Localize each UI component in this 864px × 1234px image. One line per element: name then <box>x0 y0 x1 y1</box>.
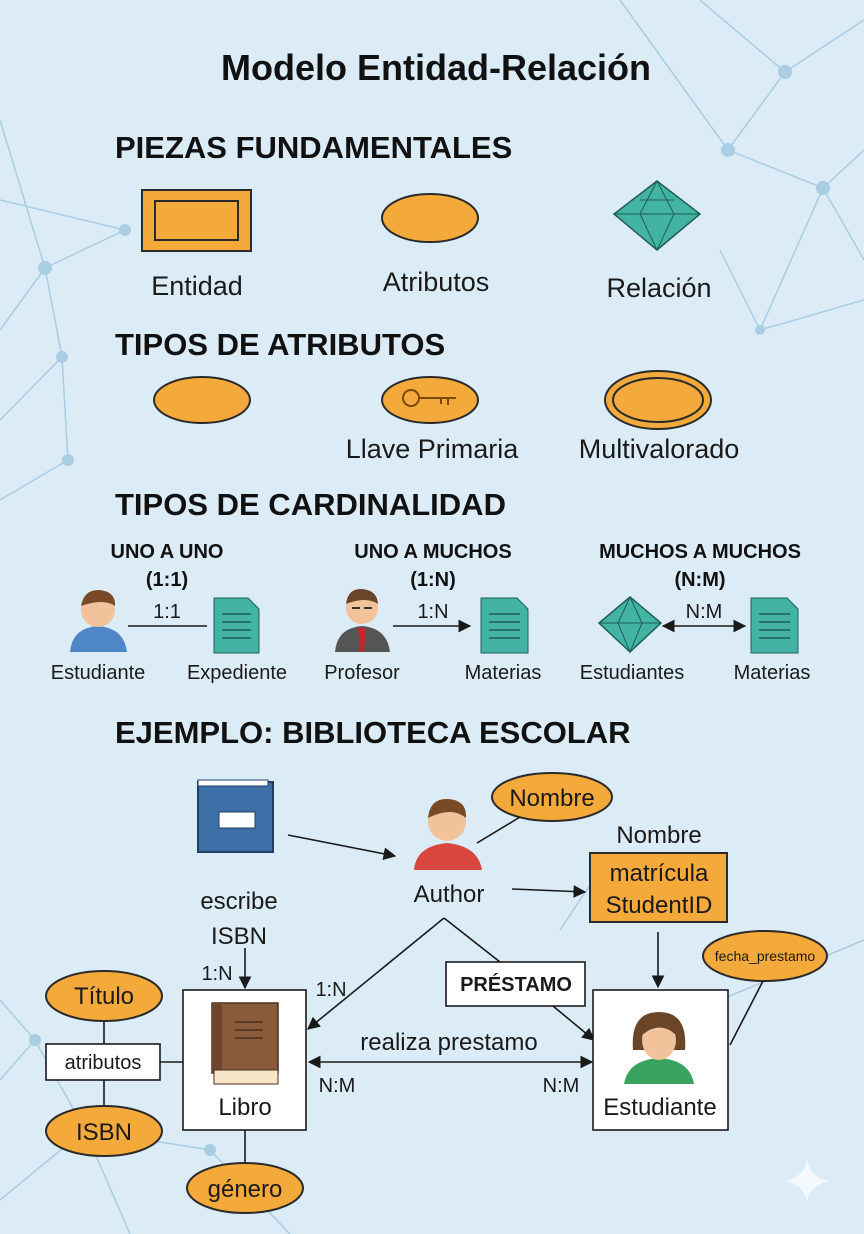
cardinality-code: (1:N) <box>410 569 456 591</box>
professor-person-icon <box>335 588 390 652</box>
attribute-label: Nombre <box>509 785 594 812</box>
entity-label: Expediente <box>187 662 287 684</box>
cardinality-code: (N:M) <box>674 569 725 591</box>
author-person-icon <box>414 798 482 870</box>
page-title: Modelo Entidad-Relación <box>221 47 651 88</box>
entity-label: Materias <box>465 662 542 684</box>
estudiante-entity: Estudiante <box>592 989 729 1131</box>
section-heading-ejemplo: EJEMPLO: BIBLIOTECA ESCOLAR <box>115 715 631 750</box>
piece-label-entidad: Entidad <box>151 271 243 301</box>
libro-label: Libro <box>218 1094 271 1121</box>
author-nombre-attribute <box>491 772 613 822</box>
prestamo-relationship-box <box>445 961 586 1007</box>
cardinality-one-to-many: UNO A MUCHOS (1:N) 1:N Profesor Materias <box>324 541 541 684</box>
nombre-label: Nombre <box>616 822 701 849</box>
isbn-attribute <box>45 1105 163 1157</box>
atributos-label: atributos <box>65 1052 142 1074</box>
relationship-diamond-icon <box>612 179 702 252</box>
multivalued-ellipse-icon <box>604 370 712 430</box>
atributos-box <box>45 1043 161 1081</box>
brown-book-icon <box>211 1002 279 1085</box>
attribute-label: ISBN <box>76 1119 132 1146</box>
blue-book-icon <box>197 779 274 853</box>
cardinality-title: MUCHOS A MUCHOS <box>599 541 801 563</box>
relation-label: 1:1 <box>153 601 181 623</box>
piece-label-relacion: Relación <box>606 273 711 303</box>
cardinality-many-to-many: MUCHOS A MUCHOS (N:M) N:M Estudiantes Ma… <box>580 541 811 684</box>
matricula-label: matrícula <box>610 860 709 887</box>
relation-label: N:M <box>686 601 723 623</box>
cardinality-label: N:M <box>319 1075 356 1097</box>
entity-label: Estudiante <box>51 662 146 684</box>
studentid-label: StudentID <box>606 892 713 919</box>
attribute-ellipse-icon <box>381 193 479 243</box>
genero-attribute <box>186 1162 304 1214</box>
entity-label: Estudiantes <box>580 662 685 684</box>
simple-attribute-icon <box>153 376 251 424</box>
sparkle-icon <box>784 1160 830 1202</box>
section-heading-piezas: PIEZAS FUNDAMENTALES <box>115 130 512 165</box>
isbn-label: ISBN <box>211 923 267 950</box>
attr-label-llave: Llave Primaria <box>346 434 520 464</box>
attribute-label: fecha_prestamo <box>715 948 816 964</box>
cardinality-label: 1:N <box>201 963 232 985</box>
key-icon <box>381 376 479 424</box>
student-attributes-box <box>589 852 728 923</box>
diamond-icon <box>597 595 663 654</box>
escribe-label: escribe <box>200 888 277 915</box>
estudiante-label: Estudiante <box>603 1094 716 1121</box>
cardinality-label: 1:N <box>315 979 346 1001</box>
prestamo-label: PRÉSTAMO <box>460 973 572 996</box>
entity-label: Profesor <box>324 662 400 684</box>
attribute-label: género <box>208 1176 283 1203</box>
realiza-prestamo-label: realiza prestamo <box>360 1029 537 1056</box>
author-label: Author <box>414 881 485 908</box>
document-icon <box>480 597 529 654</box>
cardinality-code: (1:1) <box>146 569 188 591</box>
cardinality-label: N:M <box>543 1075 580 1097</box>
cardinality-one-to-one: UNO A UNO (1:1) 1:1 Estudiante Expedient… <box>51 541 287 684</box>
titulo-attribute <box>45 970 163 1022</box>
cardinality-title: UNO A UNO <box>111 541 224 563</box>
section-heading-cardinalidad: TIPOS DE CARDINALIDAD <box>115 487 506 522</box>
section-heading-atributos: TIPOS DE ATRIBUTOS <box>115 327 445 362</box>
entity-label: Materias <box>734 662 811 684</box>
entity-rectangle-icon <box>141 189 252 252</box>
attr-label-multivalorado: Multivalorado <box>579 434 740 464</box>
relation-label: 1:N <box>417 601 448 623</box>
fecha-prestamo-attribute <box>702 930 828 982</box>
document-icon <box>750 597 799 654</box>
student-person-icon <box>70 589 127 652</box>
libro-entity: Libro <box>182 989 307 1131</box>
attribute-label: Título <box>74 983 134 1010</box>
document-icon <box>213 597 260 654</box>
piece-label-atributos: Atributos <box>383 267 490 297</box>
female-student-icon <box>624 1012 694 1084</box>
cardinality-title: UNO A MUCHOS <box>354 541 511 563</box>
